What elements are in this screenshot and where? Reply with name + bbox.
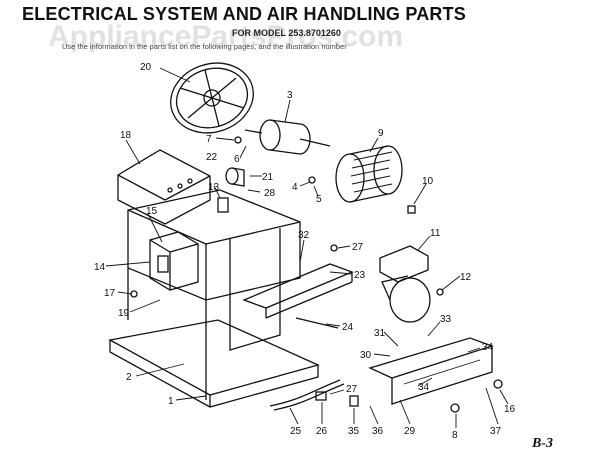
part-nut: [407, 205, 416, 214]
callout: 13: [208, 182, 220, 193]
callout: 23: [354, 270, 366, 281]
callout: 16: [504, 404, 516, 415]
callout: 1: [168, 396, 174, 407]
callout: 20: [140, 62, 152, 73]
callout: 34: [418, 382, 430, 393]
callout: 7: [206, 134, 212, 145]
instructions-text: Use the information in the parts list on…: [62, 42, 347, 51]
callout: 22: [206, 152, 218, 163]
callout: 14: [94, 262, 106, 273]
callout: 4: [292, 182, 298, 193]
part-control-box: [149, 231, 199, 291]
callout: 12: [460, 272, 472, 283]
part-capacitor: [225, 167, 245, 187]
part-motor: [244, 119, 331, 155]
callout: 32: [298, 230, 310, 241]
callout: 19: [118, 308, 130, 319]
callout: 35: [348, 426, 360, 437]
callout: 29: [404, 426, 416, 437]
page-number: B-3: [532, 436, 553, 451]
callout: 8: [452, 430, 458, 441]
callout: 5: [316, 194, 322, 205]
callout: 15: [146, 206, 158, 217]
callout: 30: [360, 350, 372, 361]
callout: 33: [440, 314, 452, 325]
callout: 10: [422, 176, 434, 187]
callout: 18: [120, 130, 132, 141]
callout: 2: [126, 372, 132, 383]
part-fan-wheel: [170, 62, 254, 134]
part-chassis: [108, 189, 320, 408]
part-scroll-housing: [381, 275, 431, 323]
callout: 3: [287, 90, 293, 101]
callout: 24: [342, 322, 354, 333]
part-wire-harness: [269, 379, 345, 411]
part-control-cover: [117, 149, 211, 225]
callout: 27: [346, 384, 358, 395]
callout: 21: [262, 172, 274, 183]
part-blower-wheel: [335, 145, 403, 203]
part-bushing: [349, 395, 359, 407]
part-screw-12: [436, 288, 444, 296]
callout: 26: [316, 426, 328, 437]
callout: 34: [482, 342, 494, 353]
part-knob: [493, 379, 503, 389]
page-title: ELECTRICAL SYSTEM AND AIR HANDLING PARTS: [22, 4, 467, 24]
part-screw-27: [330, 244, 338, 252]
part-orifice-bracket: [379, 245, 429, 283]
part-switch: [217, 197, 229, 213]
callout: 17: [104, 288, 116, 299]
part-screw-7: [234, 136, 242, 144]
callout: 6: [234, 154, 240, 165]
callout: 31: [374, 328, 386, 339]
part-grommet: [450, 403, 460, 413]
callout: 36: [372, 426, 384, 437]
callout: 25: [290, 426, 302, 437]
part-screw-4: [308, 176, 316, 184]
callout-labels: 20 3 18 7 6 9 22 21 13 28 4 5 10 15 32 2…: [94, 62, 516, 441]
part-screw: [295, 317, 339, 329]
model-subtitle: FOR MODEL 253.8701260: [232, 28, 341, 38]
callout: 28: [264, 188, 276, 199]
leader-lines: [105, 67, 509, 428]
callout: 37: [490, 426, 502, 437]
callout: 11: [430, 228, 441, 239]
part-terminal-bracket: [368, 337, 495, 405]
callout: 9: [378, 128, 384, 139]
callout: 27: [352, 242, 364, 253]
